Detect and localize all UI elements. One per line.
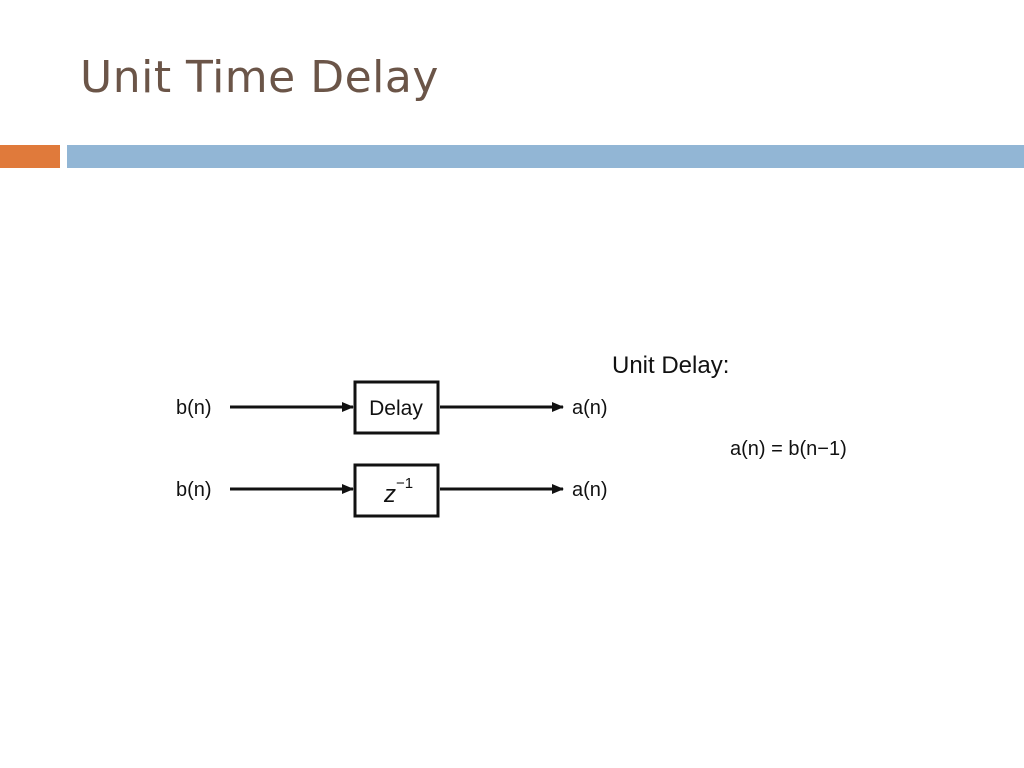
- unit-delay-heading: Unit Delay:: [612, 352, 729, 379]
- accent-bar-orange: [0, 145, 60, 168]
- accent-bar-blue: [67, 145, 1024, 168]
- row2-input-label: b(n): [176, 479, 212, 501]
- delay-block: [353, 380, 440, 435]
- row1-input-label: b(n): [176, 397, 212, 419]
- z-inverse-exponent: −1: [396, 475, 413, 492]
- row2-output-label: a(n): [572, 479, 608, 501]
- delay-block-label: Delay: [369, 397, 423, 420]
- delay-equation: a(n) = b(n−1): [730, 438, 847, 460]
- z-inverse-base: z: [383, 481, 396, 508]
- z-inverse-block: [353, 463, 440, 518]
- slide-title: Unit Time Delay: [80, 52, 439, 103]
- row1-output-label: a(n): [572, 397, 608, 419]
